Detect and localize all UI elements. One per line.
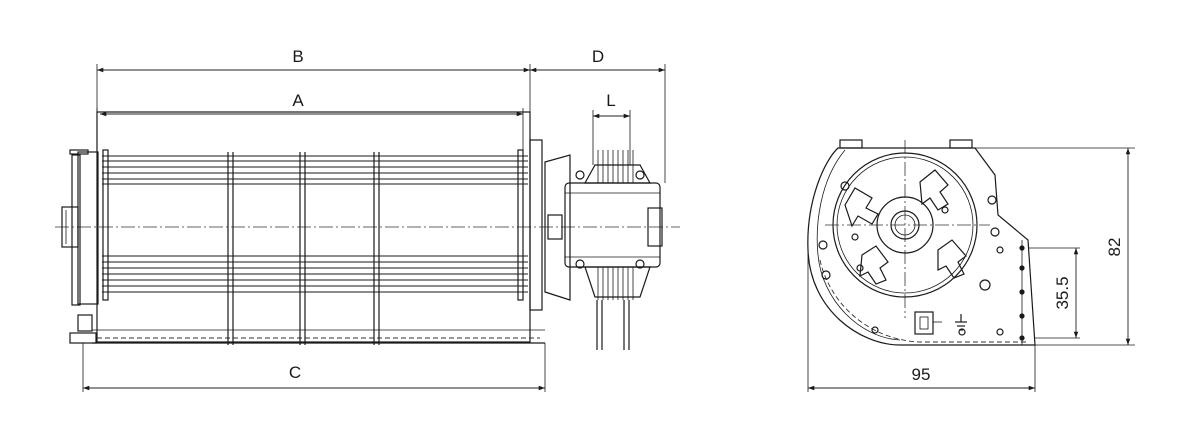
- dimension-c-label: C: [289, 363, 301, 382]
- hub-openings: [844, 169, 967, 285]
- dimension-82: 82: [975, 147, 1135, 346]
- left-end-cap: [61, 149, 99, 344]
- terminal-points: [1019, 240, 1025, 345]
- scroll-housing: [807, 147, 1036, 346]
- bolt-holes: [818, 181, 1004, 336]
- ground-terminal: [914, 311, 967, 335]
- hub: [876, 196, 934, 254]
- dimension-82-label: 82: [1105, 238, 1124, 257]
- dimension-b-label: B: [292, 47, 303, 66]
- dimension-l: L: [592, 91, 631, 165]
- dimension-35-5-label: 35.5: [1053, 276, 1072, 309]
- blower-housing: [92, 111, 545, 344]
- dimension-95: 95: [807, 250, 1036, 392]
- dimension-35-5: 35.5: [1028, 247, 1080, 339]
- dimension-95-label: 95: [912, 365, 931, 384]
- dimension-b: B: [96, 47, 531, 112]
- dimension-c: C: [82, 343, 546, 392]
- dimension-a: A: [96, 91, 524, 150]
- end-view: 95 82 35.5: [807, 139, 1135, 392]
- side-view: B D A L C: [55, 47, 680, 392]
- dimension-a-label: A: [292, 91, 304, 110]
- motor: [544, 150, 663, 350]
- impeller-upper: [102, 155, 528, 185]
- dimension-d-label: D: [592, 47, 604, 66]
- dimension-d: D: [530, 47, 666, 183]
- impeller-rings: [102, 149, 524, 345]
- impeller-lower: [102, 255, 528, 293]
- dimension-l-label: L: [606, 91, 615, 110]
